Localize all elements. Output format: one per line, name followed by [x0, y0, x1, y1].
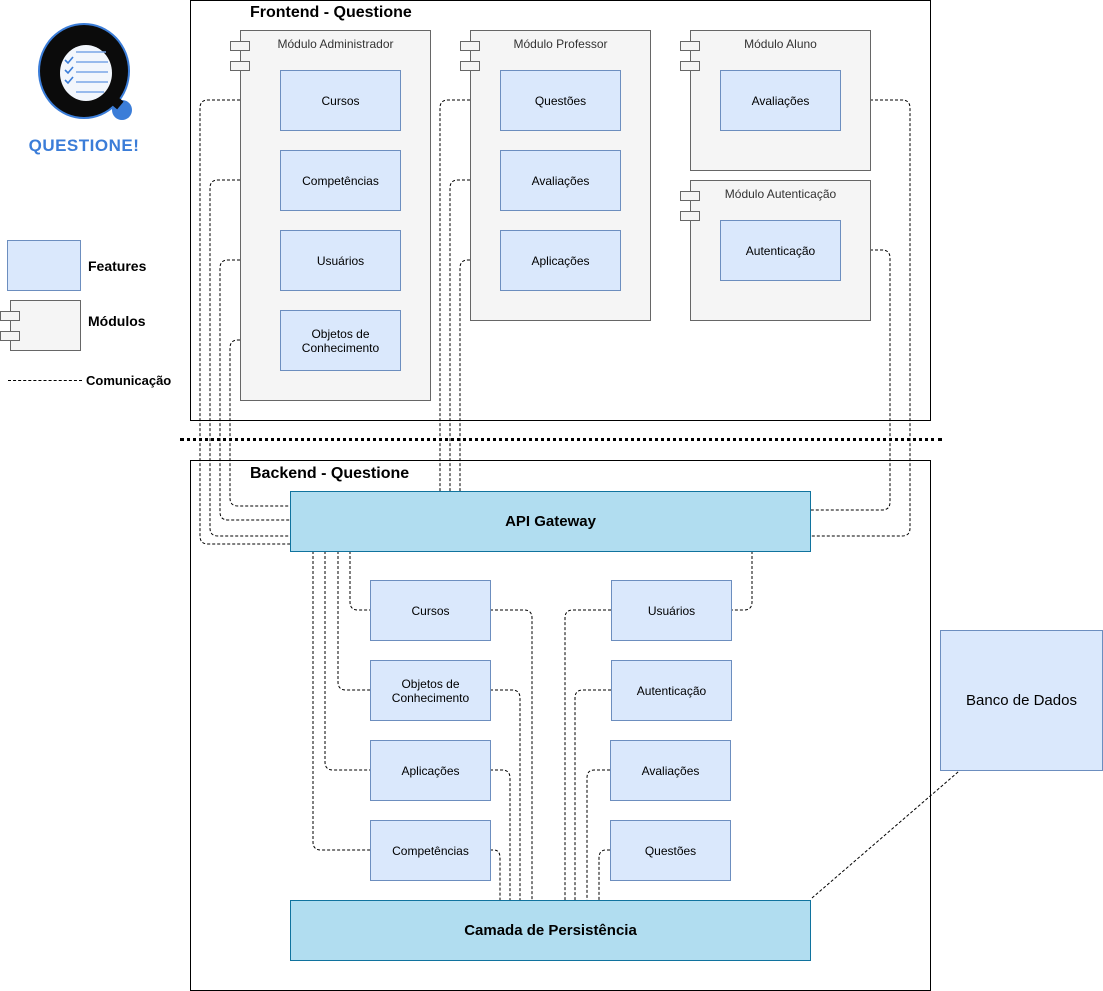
q-checklist-logo-icon — [38, 23, 132, 120]
service-avaliacoes[interactable]: Avaliações — [610, 740, 731, 801]
legend-communication-line — [8, 380, 82, 381]
service-autenticacao[interactable]: Autenticação — [611, 660, 732, 721]
module-title: Módulo Aluno — [744, 37, 817, 51]
feature-admin-usuarios[interactable]: Usuários — [280, 230, 401, 291]
feature-aluno-avaliacoes[interactable]: Avaliações — [720, 70, 841, 131]
legend-communication-label: Comunicação — [86, 373, 172, 388]
api-gateway[interactable]: API Gateway — [290, 491, 811, 552]
feature-prof-questoes[interactable]: Questões — [500, 70, 621, 131]
module-title: Módulo Professor — [513, 37, 608, 51]
database[interactable]: Banco de Dados — [940, 630, 1103, 771]
module-title: Módulo Administrador — [277, 37, 394, 51]
backend-title: Backend - Questione — [250, 465, 410, 482]
module-tab-icon — [230, 61, 250, 71]
service-aplicacoes[interactable]: Aplicações — [370, 740, 491, 801]
service-usuarios[interactable]: Usuários — [611, 580, 732, 641]
module-tab-icon — [460, 41, 480, 51]
feature-admin-objetos[interactable]: Objetos de Conhecimento — [280, 310, 401, 371]
legend-modules-label: Módulos — [88, 313, 146, 329]
service-objetos-conhecimento[interactable]: Objetos de Conhecimento — [370, 660, 491, 721]
feature-admin-competencias[interactable]: Competências — [280, 150, 401, 211]
service-competencias[interactable]: Competências — [370, 820, 491, 881]
legend-features-swatch — [7, 240, 81, 291]
service-questoes[interactable]: Questões — [610, 820, 731, 881]
module-tab-icon — [680, 211, 700, 221]
feature-prof-avaliacoes[interactable]: Avaliações — [500, 150, 621, 211]
feature-prof-aplicacoes[interactable]: Aplicações — [500, 230, 621, 291]
module-tab-icon — [0, 311, 20, 321]
module-tab-icon — [460, 61, 480, 71]
frontend-backend-divider — [180, 438, 942, 441]
module-tab-icon — [680, 61, 700, 71]
legend-modules-swatch — [0, 300, 81, 351]
module-tab-icon — [0, 331, 20, 341]
module-tab-icon — [680, 41, 700, 51]
logo-text: QUESTIONE! — [28, 136, 140, 155]
module-tab-icon — [680, 191, 700, 201]
module-tab-icon — [230, 41, 250, 51]
module-title: Módulo Autenticação — [724, 187, 837, 201]
feature-auth-autenticacao[interactable]: Autenticação — [720, 220, 841, 281]
legend-features-label: Features — [88, 258, 147, 274]
service-cursos[interactable]: Cursos — [370, 580, 491, 641]
feature-admin-cursos[interactable]: Cursos — [280, 70, 401, 131]
questione-logo: QUESTIONE! — [22, 14, 146, 159]
persistence-layer[interactable]: Camada de Persistência — [290, 900, 811, 961]
frontend-title: Frontend - Questione — [250, 4, 412, 21]
